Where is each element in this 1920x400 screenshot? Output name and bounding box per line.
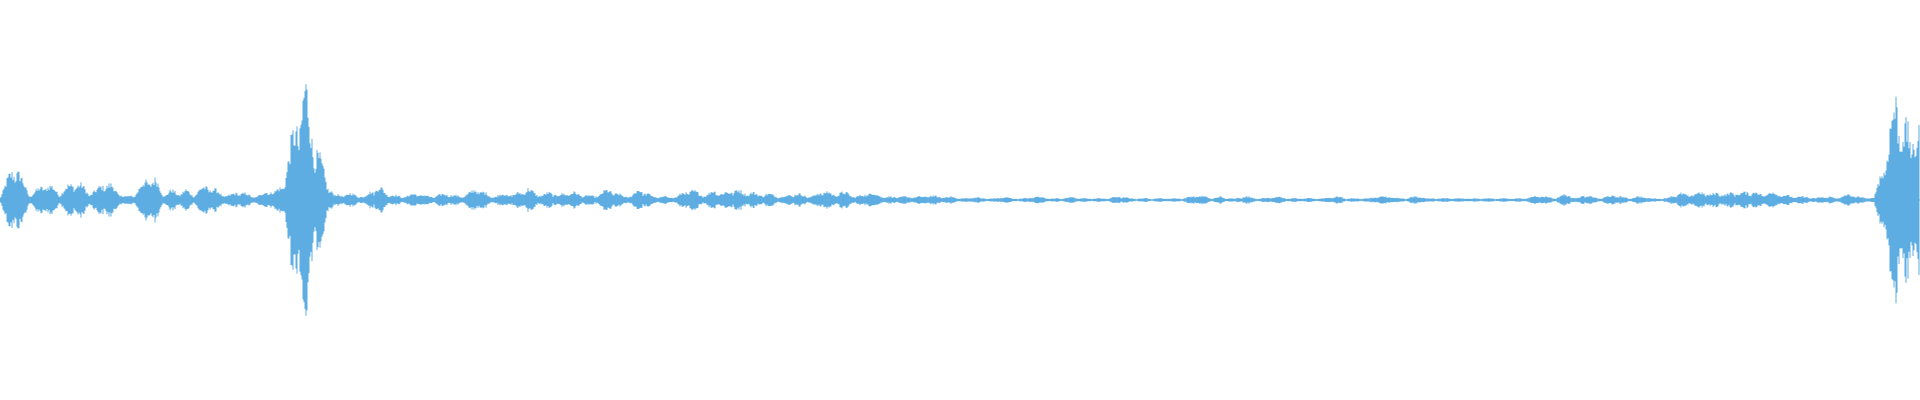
waveform-samples xyxy=(0,84,1920,316)
waveform-path xyxy=(0,84,1920,316)
